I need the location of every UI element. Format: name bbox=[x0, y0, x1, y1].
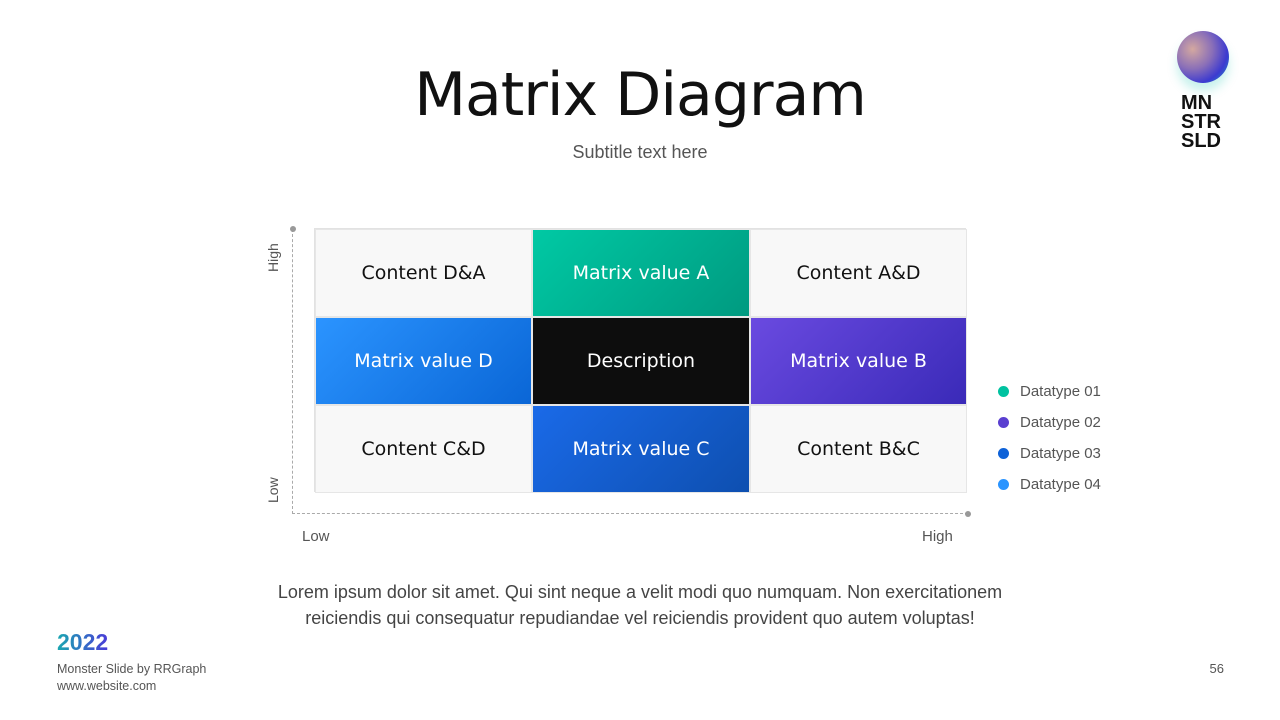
legend-label: Datatype 02 bbox=[1020, 414, 1101, 431]
body-line: Lorem ipsum dolor sit amet. Qui sint neq… bbox=[277, 582, 1003, 602]
logo-line: MN bbox=[1181, 92, 1213, 114]
matrix-cell: Matrix value D bbox=[315, 317, 532, 405]
legend-dot-icon bbox=[998, 479, 1009, 490]
legend-label: Datatype 04 bbox=[1020, 476, 1101, 493]
matrix-cell: Content A&D bbox=[750, 229, 967, 317]
x-axis-end-dot bbox=[965, 511, 971, 517]
legend: Datatype 01 Datatype 02 Datatype 03 Data… bbox=[998, 376, 1101, 500]
matrix-cell-center: Description bbox=[532, 317, 750, 405]
legend-dot-icon bbox=[998, 386, 1009, 397]
logo-line: SLD bbox=[1181, 130, 1221, 152]
matrix-cell: Content D&A bbox=[315, 229, 532, 317]
footer-credit: Monster Slide by RRGraph bbox=[57, 662, 207, 676]
x-axis-high-label: High bbox=[922, 528, 953, 545]
matrix-cell: Matrix value B bbox=[750, 317, 967, 405]
matrix-cell: Matrix value C bbox=[532, 405, 750, 493]
legend-item: Datatype 02 bbox=[998, 407, 1101, 438]
x-axis-line bbox=[292, 513, 968, 514]
y-axis-line bbox=[292, 229, 293, 514]
legend-label: Datatype 01 bbox=[1020, 383, 1101, 400]
y-axis-end-dot bbox=[290, 226, 296, 232]
body-line: reiciendis qui consequatur repudiandae v… bbox=[305, 608, 975, 628]
page-title: Matrix Diagram bbox=[414, 60, 867, 130]
legend-item: Datatype 01 bbox=[998, 376, 1101, 407]
legend-item: Datatype 03 bbox=[998, 438, 1101, 469]
page-number: 56 bbox=[1209, 661, 1224, 676]
body-paragraph: Lorem ipsum dolor sit amet. Qui sint neq… bbox=[240, 579, 1040, 631]
x-axis-low-label: Low bbox=[302, 528, 330, 545]
matrix-cell: Content B&C bbox=[750, 405, 967, 493]
footer-website: www.website.com bbox=[57, 679, 157, 693]
logo-line: STR bbox=[1181, 111, 1221, 133]
matrix-grid: Content D&A Matrix value A Content A&D M… bbox=[314, 228, 967, 493]
footer-year: 2022 bbox=[57, 629, 109, 655]
legend-label: Datatype 03 bbox=[1020, 445, 1101, 462]
logo-orb-icon bbox=[1177, 31, 1229, 83]
page-subtitle: Subtitle text here bbox=[572, 142, 708, 162]
y-axis-low-label: Low bbox=[265, 477, 281, 503]
legend-dot-icon bbox=[998, 417, 1009, 428]
legend-dot-icon bbox=[998, 448, 1009, 459]
matrix-cell: Matrix value A bbox=[532, 229, 750, 317]
legend-item: Datatype 04 bbox=[998, 469, 1101, 500]
logo-text: MN STR SLD bbox=[1181, 92, 1221, 152]
y-axis-high-label: High bbox=[265, 243, 281, 272]
matrix-cell: Content C&D bbox=[315, 405, 532, 493]
